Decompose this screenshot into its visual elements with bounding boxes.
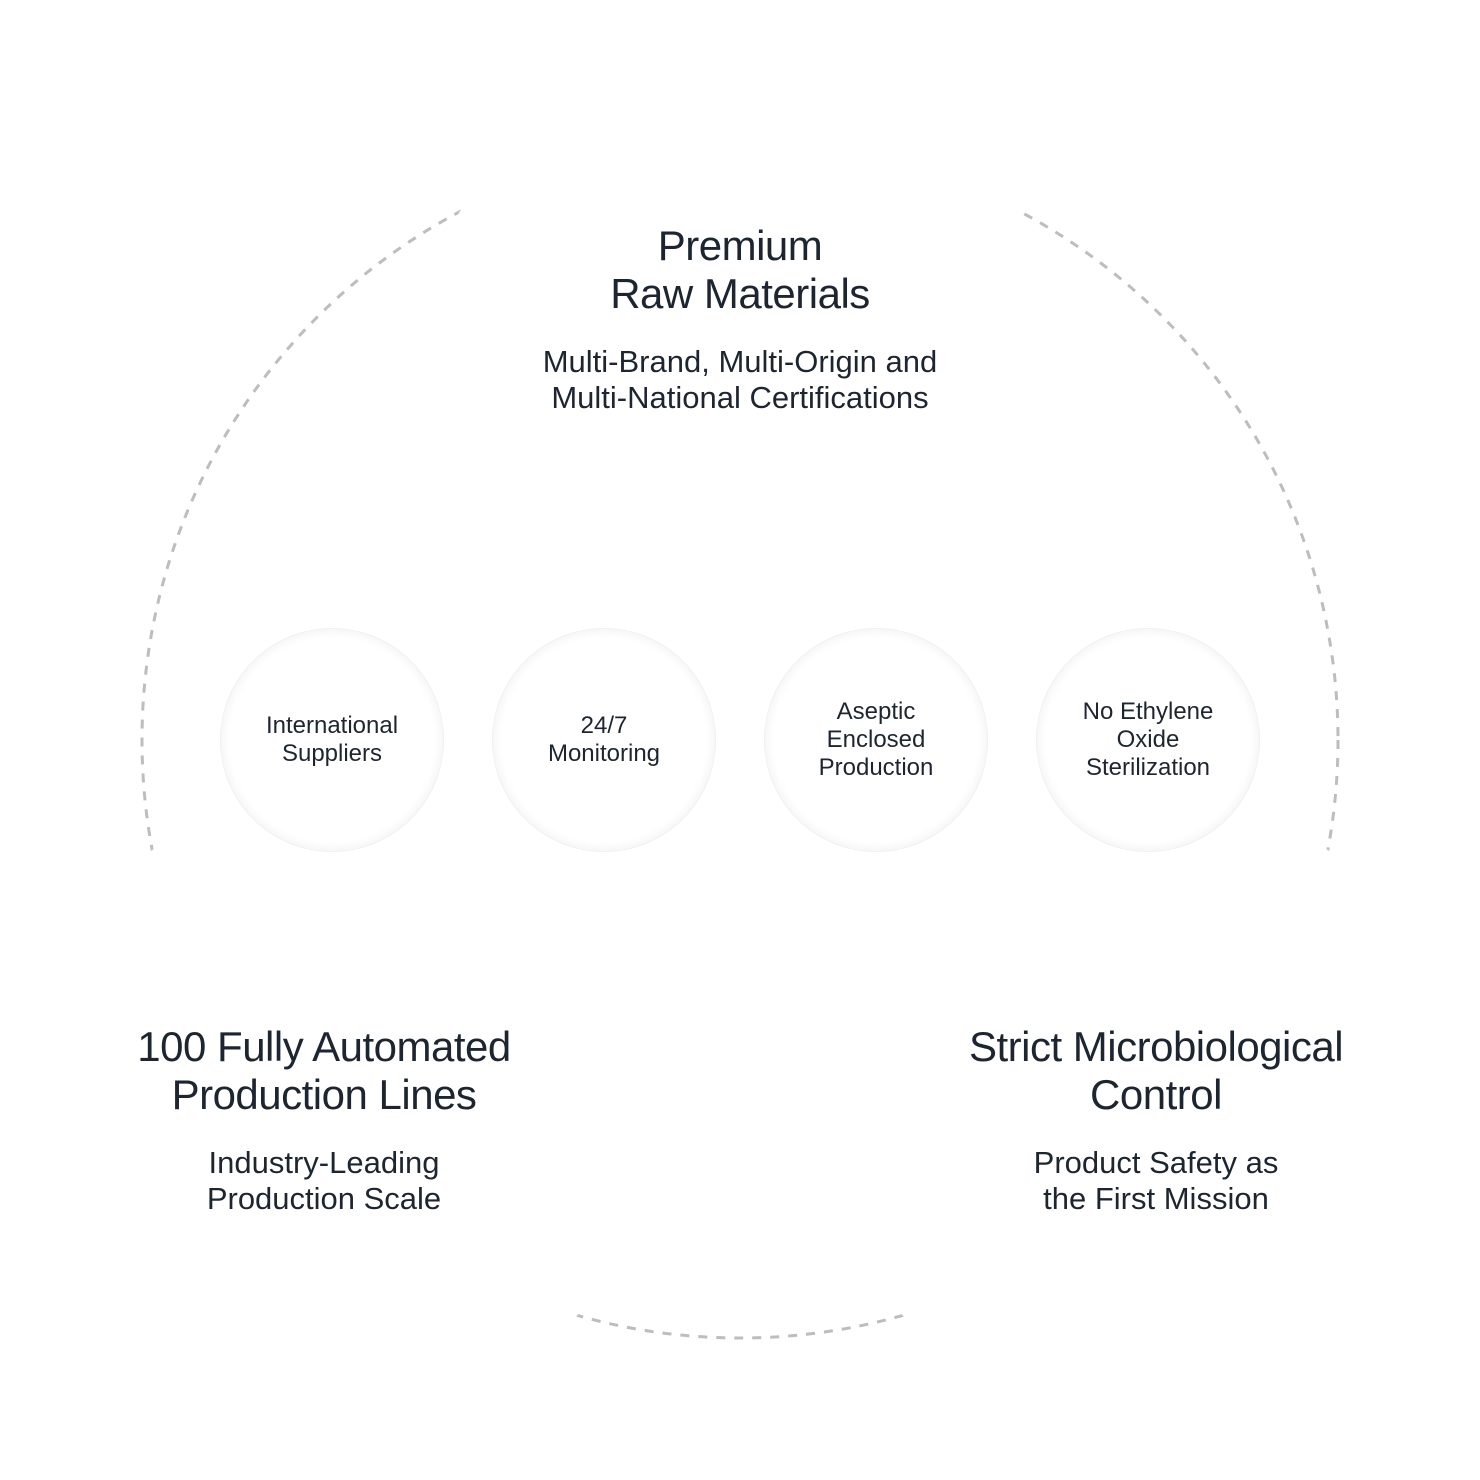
bubble-label: Aseptic Enclosed Production xyxy=(818,698,934,781)
microbiological-control-circle: Strict Microbiological Control Product S… xyxy=(836,800,1476,1440)
dashed-ring-circle xyxy=(140,140,1340,1340)
circle-title: 100 Fully Automated Production Lines xyxy=(137,1023,511,1118)
international-suppliers-bubble: International Suppliers xyxy=(221,629,443,851)
monitoring-bubble: 24/7 Monitoring xyxy=(493,629,715,851)
premium-raw-materials-circle: Premium Raw Materials Multi-Brand, Multi… xyxy=(420,46,1060,686)
circle-subtitle: Multi-Brand, Multi-Origin and Multi-Nati… xyxy=(542,343,938,415)
circle-subtitle: Product Safety as the First Mission xyxy=(1033,1145,1279,1216)
bubble-label: 24/7 Monitoring xyxy=(547,712,661,767)
circle-subtitle: Industry-Leading Production Scale xyxy=(206,1145,442,1216)
aseptic-production-bubble: Aseptic Enclosed Production xyxy=(765,629,987,851)
automated-production-lines-circle: 100 Fully Automated Production Lines Ind… xyxy=(4,800,644,1440)
bubble-label: No Ethylene Oxide Sterilization xyxy=(1082,698,1214,781)
circle-title: Strict Microbiological Control xyxy=(968,1023,1344,1118)
no-eo-sterilization-bubble: No Ethylene Oxide Sterilization xyxy=(1037,629,1259,851)
circle-title: Premium Raw Materials xyxy=(610,221,870,317)
bubble-label: International Suppliers xyxy=(265,712,399,767)
